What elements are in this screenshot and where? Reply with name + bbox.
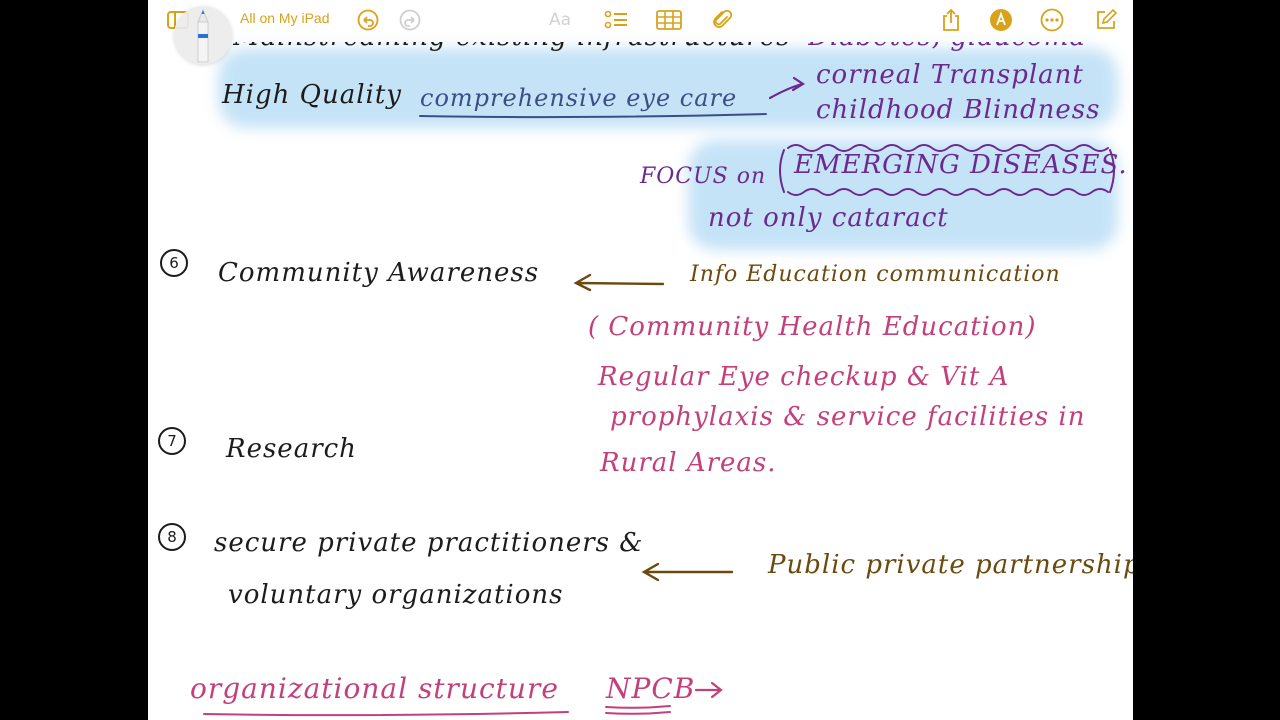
note-focus-on: FOCUS on — [640, 164, 767, 189]
note-rural-areas: Rural Areas. — [600, 448, 777, 478]
number-7-circle: 7 — [158, 427, 186, 455]
arrow-iec — [573, 273, 665, 292]
table-icon[interactable] — [656, 8, 682, 32]
ink-strokes — [203, 76, 1115, 717]
note-community-health-education: ( Community Health Education) — [588, 312, 1037, 342]
note-regular-eye-checkup: Regular Eye checkup & Vit A — [598, 362, 1010, 392]
compose-icon[interactable] — [1094, 8, 1118, 32]
breadcrumb-all-on-ipad[interactable]: All on My iPad — [240, 10, 330, 26]
more-options-icon[interactable] — [1040, 8, 1064, 32]
note-secure-private-practitioners: secure private practitioners & — [214, 528, 644, 558]
note-childhood-blindness: childhood Blindness — [816, 95, 1101, 125]
note-community-awareness: Community Awareness — [218, 258, 540, 288]
note-not-only-cataract: not only cataract — [708, 203, 949, 233]
note-high-quality: High Quality — [222, 80, 402, 110]
note-iec: Info Education communication — [690, 262, 1061, 287]
checklist-icon[interactable] — [604, 8, 628, 32]
note-research: Research — [226, 434, 357, 464]
redo-icon[interactable] — [398, 8, 422, 32]
note-voluntary-organizations: voluntary organizations — [228, 580, 564, 610]
note-corneal-transplant: corneal Transplant — [816, 60, 1084, 90]
pencil-tool-button[interactable] — [174, 6, 232, 64]
share-icon[interactable] — [939, 8, 963, 32]
undo-icon[interactable] — [356, 8, 380, 32]
arrow-npcb — [694, 681, 723, 699]
note-organizational-structure: organizational structure — [190, 672, 559, 705]
paperclip-icon[interactable] — [710, 8, 734, 32]
note-comprehensive-eye-care: comprehensive eye care — [420, 84, 738, 112]
note-line-diabetes: Diabetes, glaucoma — [808, 22, 1086, 52]
toolbar: All on My iPad Aa — [148, 0, 1133, 40]
note-npcb: NPCB — [606, 672, 696, 705]
note-prophylaxis: prophylaxis & service facilities in — [610, 402, 1086, 432]
highlight-band — [688, 140, 1118, 250]
note-line-infrastructure: Mainstreaming existing infrastructures — [233, 22, 791, 52]
wavy-box-emerging — [779, 144, 1115, 196]
arrow-ppp — [641, 562, 734, 582]
text-format-button[interactable]: Aa — [549, 10, 572, 30]
underline-org-structure — [203, 711, 569, 717]
underline-comprehensive — [419, 113, 767, 119]
markup-pen-icon[interactable] — [989, 8, 1013, 32]
arrow-to-corneal — [768, 76, 806, 100]
number-6-circle: 6 — [160, 249, 188, 277]
note-canvas[interactable]: All on My iPad Aa — [148, 0, 1133, 720]
underline-npcb — [605, 705, 671, 715]
highlight-band — [218, 48, 1118, 128]
number-8-circle: 8 — [158, 523, 186, 551]
note-emerging-diseases: EMERGING DISEASES. — [794, 150, 1128, 180]
note-public-private-partnership: Public private partnership — [768, 550, 1133, 580]
